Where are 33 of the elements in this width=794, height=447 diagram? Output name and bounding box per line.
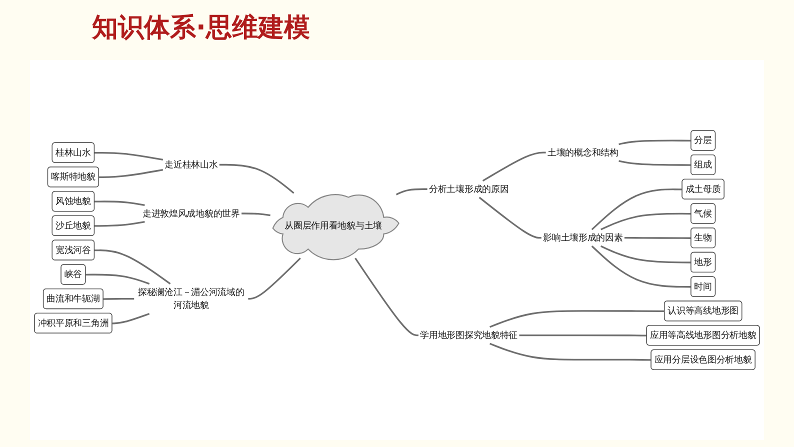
node-text: 走进敦煌风成地貌的世界 [142,208,240,218]
connector [219,164,294,194]
node-text: 土壤的概念和结构 [547,146,618,158]
connector [98,168,164,178]
connector [478,196,542,239]
connector [618,140,692,146]
connector [396,188,428,196]
connector [86,274,150,285]
connector [624,236,692,239]
node-text: 探秘澜沧江－湄公河流域的河流地貌 [138,286,244,310]
connector [94,249,171,284]
connector [591,246,692,288]
connector [94,220,145,227]
connector [103,298,134,300]
node-text: 走近桂林山水 [164,159,218,170]
connector [490,342,652,361]
connector [600,212,692,230]
connector [354,258,418,336]
connector [482,152,546,182]
title: 知识体系·思维建模 [92,12,310,45]
connector [591,188,682,230]
node-text: 分析土壤形成的原因 [428,184,509,194]
connector [490,310,665,328]
connector [519,334,647,336]
connector [94,200,145,206]
node-text: 学用地形图探究地貌特征 [420,330,518,340]
connector [248,258,301,300]
connector [94,152,164,160]
connector [600,245,692,264]
connector [112,312,150,324]
connector [242,212,270,216]
connector [618,160,692,166]
node-text: 影响土壤形成的因素 [543,232,623,243]
